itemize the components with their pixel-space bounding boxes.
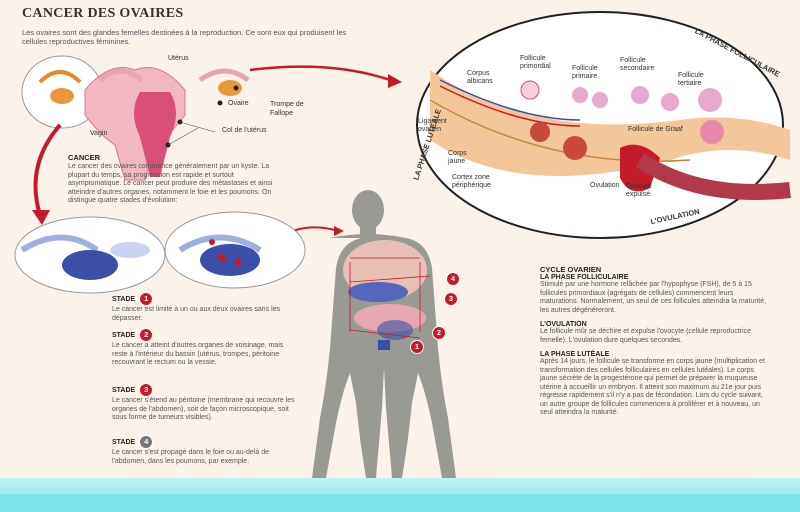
stade-badge: 2 (139, 328, 154, 342)
label-ovaire: Ovaire (228, 100, 249, 107)
label-ovulation: Ovulation (590, 182, 620, 189)
uterus-diagram (21, 55, 250, 181)
body-badge: 4 (446, 272, 460, 286)
page-title: CANCER DES OVAIRES (22, 6, 184, 21)
ovary-detail-circle (416, 11, 791, 239)
intro-text: Les ovaires sont des glandes femelles de… (22, 28, 347, 46)
bottom-band-solid (0, 494, 800, 512)
stade-text: Le cancer s'est propagé dans le foie ou … (112, 449, 270, 465)
label-follicule-secondaire: Follicule secondaire (620, 57, 655, 72)
phase1-title: LA PHASE FOLLICULAIRE (540, 274, 629, 281)
body-silhouette (312, 190, 456, 478)
body-badge: 3 (444, 292, 458, 306)
label-follicule-primaire: Follicule primaire (572, 65, 598, 80)
label-col: Col de l'utérus (222, 127, 267, 134)
cycle-ovarien: CYCLE OVARIEN LA PHASE FOLLICULAIRE Stim… (540, 265, 770, 418)
stade-text: Le cancer est limité à un ou aux deux ov… (112, 306, 281, 322)
stade-label: STADE (112, 438, 136, 446)
label-corpus-albicans: Corpus albicans (467, 70, 493, 85)
stade-text: Le cancer s'étend au péritoine (membrane… (112, 397, 295, 421)
label-corps-jaune: Corps jaune (448, 150, 467, 165)
label-ligament-ovarien: Ligament ovarien (418, 118, 447, 133)
phase2-title: L'OVULATION (540, 321, 587, 328)
phase3-title: LA PHASE LUTÉALE (540, 351, 610, 358)
stade-label: STADE (112, 331, 136, 339)
cancer-heading: CANCER (68, 153, 101, 162)
label-follicule-tertiaire: Follicule tertiaire (678, 72, 704, 87)
phase2-text: Le follicule mûr se déchire et expulse l… (540, 328, 752, 344)
phase1-text: Stimulé par une hormone relâchée par l'h… (540, 281, 767, 314)
label-follicule-primordial: Follicule primordial (520, 55, 551, 70)
stade-label: STADE (112, 386, 136, 394)
cycle-title: CYCLE OVARIEN (540, 265, 602, 274)
stade-text: Le cancer a atteint d'autres organes de … (112, 342, 284, 366)
stade-label: STADE (112, 295, 136, 303)
label-uterus: Utérus (168, 55, 189, 62)
stade-badge: 3 (139, 383, 154, 397)
label-trompe: Trompe de Fallope (270, 101, 304, 117)
label-vagin: Vagin (90, 130, 108, 137)
label-follicule-graaf: Follicule de Graaf (628, 126, 683, 133)
label-ovocyte: Ovocyte expulsé (626, 183, 652, 198)
ovary-stage-left (14, 216, 166, 294)
stade-badge: 4 (139, 435, 154, 449)
phase3-text: Après 14 jours, le follicule se transfor… (540, 358, 765, 416)
stade-badge: 1 (139, 292, 154, 306)
cancer-text: Le cancer des ovaires commence généralem… (68, 163, 273, 204)
label-cortex: Cortex zone périphérique (452, 174, 491, 189)
body-badge: 1 (410, 340, 424, 354)
ovary-stage-right (164, 211, 306, 289)
body-badge: 2 (432, 326, 446, 340)
